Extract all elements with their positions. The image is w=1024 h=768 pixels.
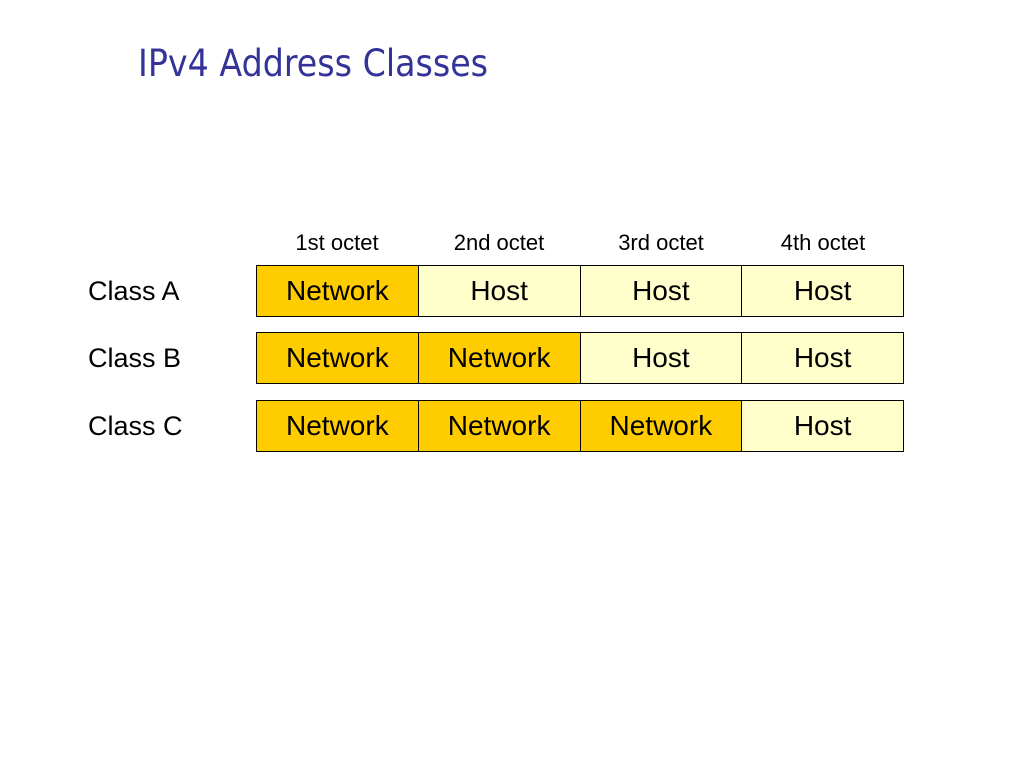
class-b-octet-2: Network <box>418 333 581 383</box>
octet-label-2: 2nd octet <box>453 230 545 255</box>
class-b-octet-3: Host <box>580 333 743 383</box>
class-a-octet-bar: Network Host Host Host <box>256 265 904 317</box>
class-c-octet-bar: Network Network Network Host <box>256 400 904 452</box>
class-c-row: Class C Network Network Network Host <box>88 400 904 452</box>
class-b-row: Class B Network Network Host Host <box>88 332 904 384</box>
class-b-label: Class B <box>88 343 182 373</box>
octet-label-1: 1st octet <box>295 230 379 255</box>
class-a-octet-4: Host <box>742 266 903 316</box>
class-c-octet-3: Network <box>580 401 743 451</box>
class-a-octet-1: Network <box>257 266 419 316</box>
class-c-octet-4: Host <box>742 401 903 451</box>
octet-label-3: 3rd octet <box>618 230 704 255</box>
octet-header-row: 1st octet 2nd octet 3rd octet 4th octet <box>256 228 904 258</box>
class-a-row: Class A Network Host Host Host <box>88 265 904 317</box>
class-a-octet-3: Host <box>580 266 743 316</box>
class-b-octet-bar: Network Network Host Host <box>256 332 904 384</box>
class-a-octet-2: Host <box>418 266 581 316</box>
class-c-label: Class C <box>88 411 183 441</box>
class-b-octet-4: Host <box>742 333 903 383</box>
class-b-octet-1: Network <box>257 333 419 383</box>
slide-title: IPv4 Address Classes <box>138 42 489 85</box>
octet-label-4: 4th octet <box>780 230 866 255</box>
class-c-octet-1: Network <box>257 401 419 451</box>
class-a-label: Class A <box>88 276 180 306</box>
class-c-octet-2: Network <box>418 401 581 451</box>
